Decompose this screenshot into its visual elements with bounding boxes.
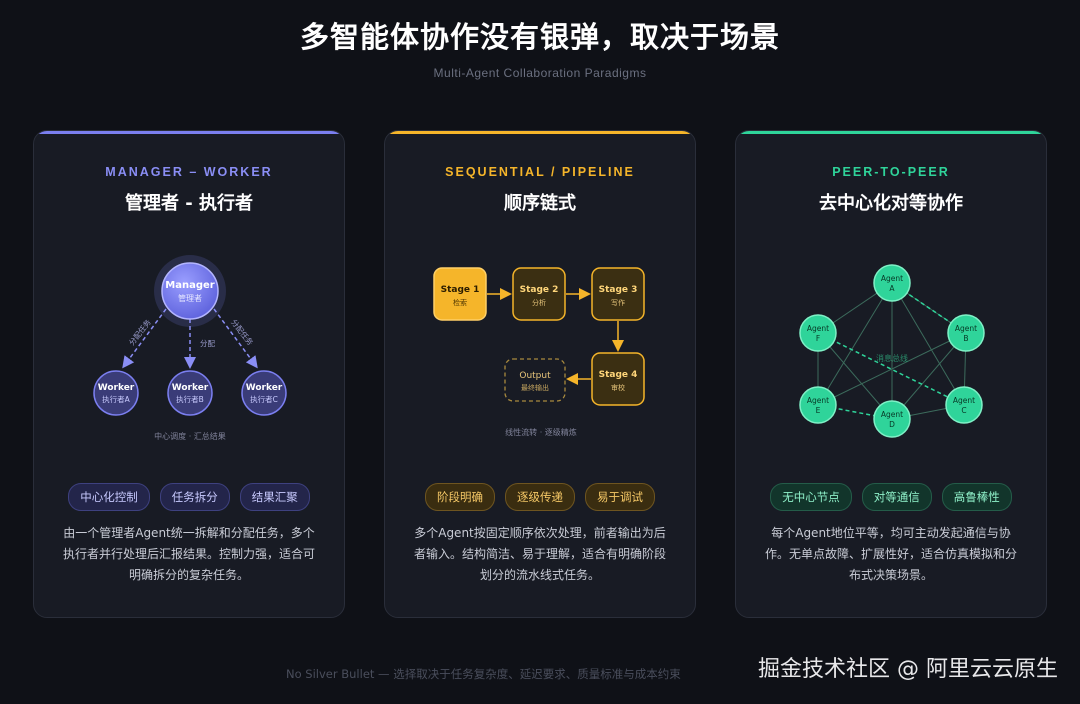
mesh-edges [817, 282, 967, 420]
agent-e-sub: E [816, 406, 821, 415]
card-accent-bar [385, 131, 695, 134]
agent-f-sub: F [816, 334, 820, 343]
tag-item: 中心化控制 [68, 483, 150, 511]
stage-2-sub: 分析 [532, 298, 546, 307]
message-bus-label: 消息总线 [876, 353, 908, 363]
tag-list: 阶段明确 逐级传递 易于调试 [385, 483, 695, 511]
edge-manager-a [122, 308, 167, 369]
stage-4-node [591, 352, 645, 406]
agent-node-f [799, 314, 837, 352]
manager-node-title: Manager [165, 280, 215, 291]
tag-list: 无中心节点 对等通信 高鲁棒性 [736, 483, 1046, 511]
tag-item: 阶段明确 [425, 483, 495, 511]
card-title: 顺序链式 [504, 193, 576, 214]
card-description: 多个Agent按固定顺序依次处理，前者输出为后者输入。结构简洁、易于理解，适合有… [413, 526, 666, 582]
agent-f-title: Agent [807, 324, 829, 333]
edge-manager-c [213, 308, 258, 369]
pipeline-diagram: Stage 1 检索 Stage 2 分析 Stage 3 写作 Stage 4… [433, 267, 645, 437]
agent-b-title: Agent [955, 324, 977, 333]
peer-to-peer-diagram: 消息总线 Agent A Agent B Agent C Agent D Age… [799, 264, 985, 438]
stage-4-title: Stage 4 [599, 370, 638, 380]
diagram-caption: 线性流转 · 逐级精炼 [505, 427, 577, 437]
tag-item: 高鲁棒性 [941, 483, 1012, 511]
page-title: 多智能体协作没有银弹，取决于场景 [299, 20, 780, 54]
agent-node-c [945, 386, 983, 424]
worker-a-title: Worker [98, 383, 135, 393]
manager-node-sub: 管理者 [178, 293, 202, 303]
card-sequential-pipeline: SEQUENTIAL / PIPELINE 顺序链式 Stage 1 检索 St… [384, 130, 696, 618]
tag-item: 易于调试 [585, 483, 655, 511]
stage-2-node [512, 267, 566, 321]
agent-a-sub: A [889, 284, 895, 293]
card-accent-bar [736, 131, 1046, 134]
stage-4-sub: 审校 [611, 383, 625, 392]
worker-c-sub: 执行者C [250, 394, 278, 404]
card-eyebrow: PEER-TO-PEER [832, 165, 950, 179]
card-eyebrow: MANAGER – WORKER [105, 165, 273, 179]
agent-node-d [873, 400, 911, 438]
stage-2-title: Stage 2 [520, 285, 559, 295]
card-accent-bar [34, 131, 344, 134]
worker-node-b [167, 370, 213, 416]
tag-item: 对等通信 [861, 483, 932, 511]
agent-node-b [947, 314, 985, 352]
card-description: 由一个管理者Agent统一拆解和分配任务，多个执行者并行处理后汇报结果。控制力强… [62, 526, 315, 582]
output-sub: 最终输出 [521, 383, 549, 392]
edge-label-c: 分配任务 [229, 317, 256, 347]
tag-item: 任务拆分 [159, 483, 230, 511]
tag-item: 逐级传递 [505, 483, 575, 511]
card-peer-to-peer: PEER-TO-PEER 去中心化对等协作 消息总线 Agent A Agent… [735, 130, 1047, 618]
footer-note: No Silver Bullet — 选择取决于任务复杂度、延迟要求、质量标准与… [286, 667, 681, 681]
worker-b-sub: 执行者B [176, 394, 204, 404]
tag-item: 结果汇聚 [239, 483, 310, 511]
agent-e-title: Agent [807, 396, 829, 405]
output-title: Output [519, 371, 551, 381]
agent-b-sub: B [963, 334, 968, 343]
tag-list: 中心化控制 任务拆分 结果汇聚 [34, 483, 344, 511]
worker-b-title: Worker [172, 383, 209, 393]
tag-item: 无中心节点 [770, 483, 852, 511]
worker-c-title: Worker [246, 383, 283, 393]
worker-node-a [93, 370, 139, 416]
output-node [504, 358, 566, 402]
card-eyebrow: SEQUENTIAL / PIPELINE [445, 165, 635, 179]
card-description: 每个Agent地位平等，均可主动发起通信与协作。无单点故障、扩展性好，适合仿真模… [764, 526, 1017, 582]
card-manager-worker: MANAGER – WORKER 管理者 - 执行者 分配任务 分配 分配任务 … [33, 130, 345, 618]
card-title: 去中心化对等协作 [819, 193, 963, 214]
manager-node [161, 262, 219, 320]
stage-3-sub: 写作 [611, 298, 625, 307]
agent-c-title: Agent [953, 396, 975, 405]
agent-c-sub: C [961, 406, 966, 415]
stage-1-sub: 检索 [453, 298, 467, 307]
agent-a-title: Agent [881, 274, 903, 283]
stage-3-title: Stage 3 [599, 285, 638, 295]
edge-label-b: 分配 [200, 339, 215, 348]
agent-d-title: Agent [881, 410, 903, 419]
stage-3-node [591, 267, 645, 321]
diagram-caption: 中心调度 · 汇总结果 [154, 431, 226, 441]
worker-node-c [241, 370, 287, 416]
manager-worker-diagram: 分配任务 分配 分配任务 Manager 管理者 Worker 执行者A Wor… [93, 255, 287, 441]
watermark: 掘金技术社区 @ 阿里云云原生 [758, 657, 1058, 682]
agent-node-e [799, 386, 837, 424]
stage-1-title: Stage 1 [441, 285, 480, 295]
stage-1-node [433, 267, 487, 321]
page-subtitle: Multi-Agent Collaboration Paradigms [433, 66, 647, 80]
worker-a-sub: 执行者A [102, 394, 130, 404]
agent-d-sub: D [889, 420, 895, 429]
agent-node-a [873, 264, 911, 302]
card-title: 管理者 - 执行者 [124, 193, 253, 214]
